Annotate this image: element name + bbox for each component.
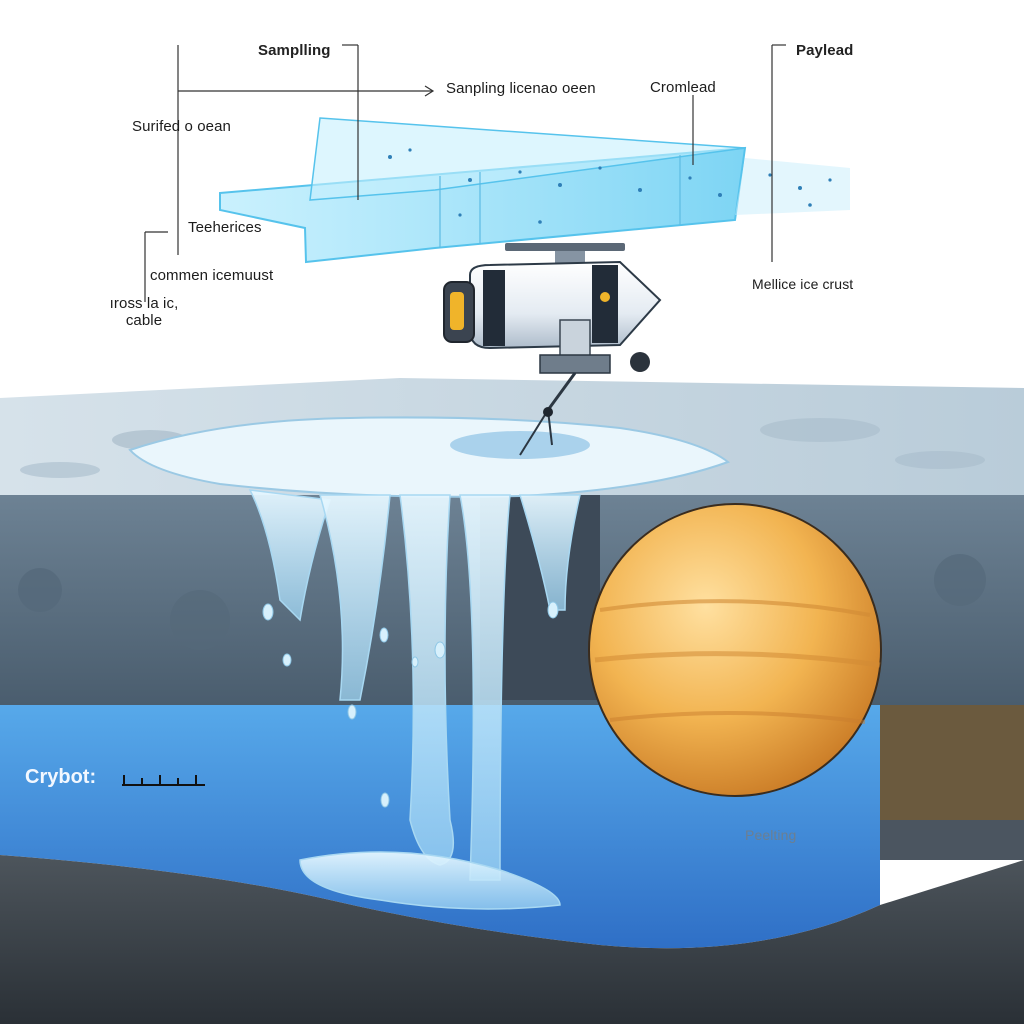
label-cromlead: Cromlead — [650, 79, 716, 96]
crust-crater — [934, 554, 986, 606]
orange-spherical-body — [589, 504, 881, 796]
scale-label: Crybot: — [25, 766, 96, 789]
surface-crater — [20, 462, 100, 478]
label-surface-ocean: Surifed o oean — [132, 118, 231, 135]
label-sampling-ocean: Sanpling licenao oeen — [446, 80, 596, 97]
label-peelting: Peelting — [745, 827, 796, 843]
surface-crater — [895, 451, 985, 469]
label-sampling: Samplling — [258, 42, 331, 59]
strata-layer-bottom — [860, 820, 1024, 860]
crust-crater — [170, 590, 230, 650]
label-mellice-crust: Mellice ice crust — [752, 276, 853, 292]
label-teeherices: Teeherices — [188, 219, 262, 236]
label-tether-cable-line1: ıross la ic, — [98, 295, 190, 312]
label-common-ice: commen icemuust — [150, 267, 273, 284]
label-tether-cable: ıross la ic, cable — [98, 295, 190, 329]
strata-layer — [860, 705, 1024, 820]
plume-spray — [735, 158, 850, 215]
surface-crater — [760, 418, 880, 442]
crust-crater — [18, 568, 62, 612]
label-payload: Paylead — [796, 42, 853, 59]
label-tether-cable-line2: cable — [98, 312, 190, 329]
